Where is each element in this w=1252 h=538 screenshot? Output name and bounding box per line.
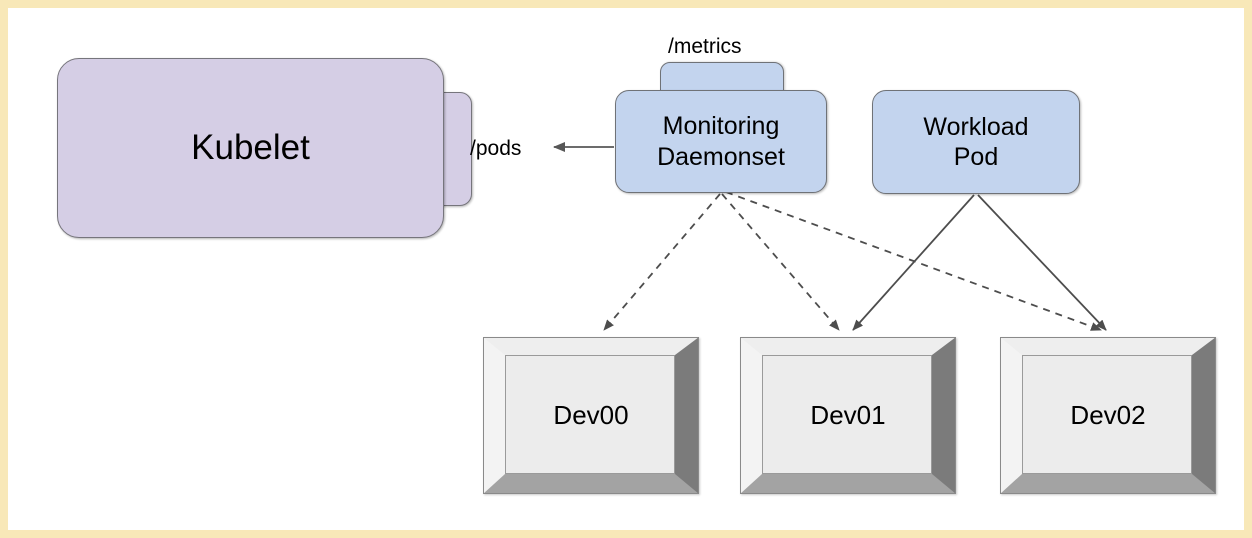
- device-bevel: [740, 337, 956, 494]
- node-device-dev02-label: Dev02: [1070, 400, 1146, 430]
- node-workload-pod[interactable]: Workload Pod: [872, 90, 1080, 194]
- node-device-dev02[interactable]: Dev02: [1000, 337, 1216, 494]
- device-bevel: [1000, 337, 1216, 494]
- node-monitoring-daemonset[interactable]: Monitoring Daemonset: [615, 90, 827, 193]
- device-outline: [483, 337, 699, 494]
- node-monitoring-daemonset-label-line1: Monitoring: [662, 112, 780, 140]
- node-device-dev00-label: Dev00: [553, 400, 629, 430]
- edge-label-pods: /pods: [470, 137, 522, 160]
- node-device-dev01-label: Dev01: [810, 400, 886, 430]
- edge-workload-to-dev02: [977, 194, 1107, 331]
- device-outline: [1000, 337, 1216, 494]
- node-device-dev00[interactable]: Dev00: [483, 337, 699, 494]
- diagram-canvas: Kubelet /pods /metrics Monitoring Daemon…: [8, 8, 1244, 530]
- edge-daemonset-to-dev02: [725, 191, 1102, 331]
- edge-daemonset-to-dev01: [721, 193, 840, 331]
- edge-label-metrics: /metrics: [668, 35, 742, 58]
- node-workload-pod-label-line1: Workload: [923, 112, 1029, 141]
- device-bevel: [483, 337, 699, 494]
- edge-daemonset-to-dev00: [603, 193, 721, 331]
- node-kubelet-label: Kubelet: [191, 128, 310, 167]
- node-kubelet[interactable]: Kubelet: [57, 58, 444, 238]
- node-monitoring-daemonset-label: Monitoring Daemonset: [657, 111, 785, 172]
- edge-workload-to-dev01: [852, 194, 975, 331]
- device-outline: [740, 337, 956, 494]
- device-inner-outline: [505, 355, 675, 474]
- node-monitoring-daemonset-label-line2: Daemonset: [657, 142, 785, 171]
- node-workload-pod-label: Workload Pod: [923, 112, 1028, 173]
- device-inner-outline: [1022, 355, 1192, 474]
- node-workload-pod-label-line2: Pod: [953, 143, 999, 171]
- node-device-dev01[interactable]: Dev01: [740, 337, 956, 494]
- device-inner-outline: [762, 355, 932, 474]
